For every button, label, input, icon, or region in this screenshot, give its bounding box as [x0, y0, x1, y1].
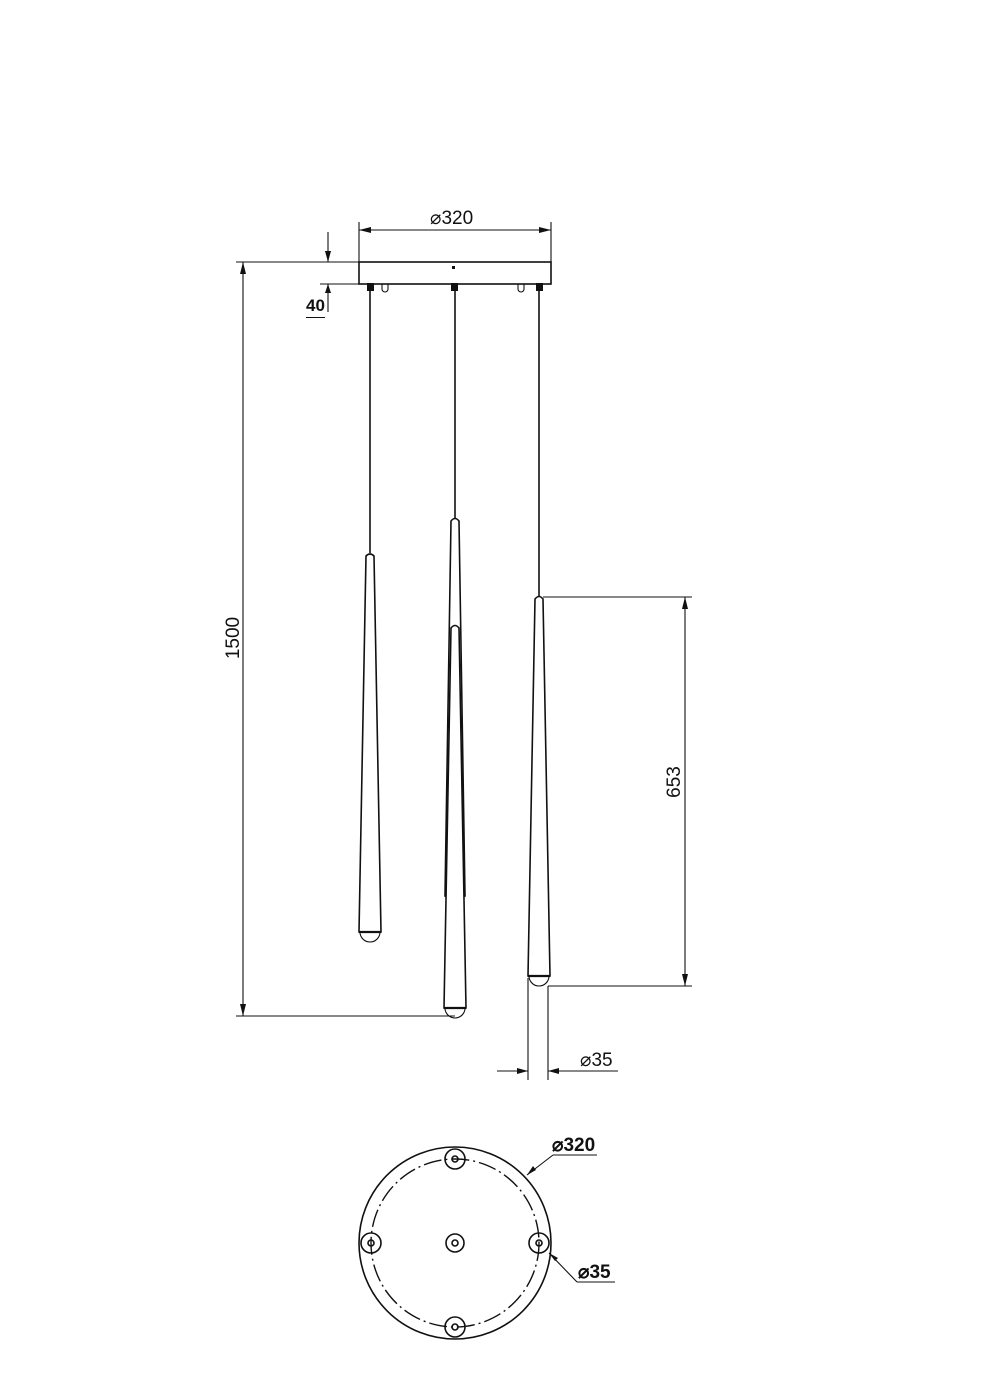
canopy-width-dimension [358, 222, 552, 262]
canopy-front [358, 261, 552, 293]
canopy-bottom-view [358, 1146, 615, 1340]
overall-height-label: 1500 [223, 616, 244, 660]
pendant-right [527, 595, 551, 987]
canopy-diameter-label: ⌀320 [430, 208, 474, 229]
canopy-height-dimension [236, 232, 359, 312]
bottom-canopy-diameter-label: ⌀320 [552, 1135, 596, 1156]
overall-height-dimension [236, 262, 455, 1017]
pendant-length-label: 653 [664, 766, 685, 798]
pendant-diameter-label: ⌀35 [580, 1050, 613, 1071]
pendant-length-dimension [543, 596, 692, 987]
pendant-diameter-dimension [497, 978, 618, 1080]
pendant-center-front [443, 624, 467, 1019]
suspension-cords [369, 291, 540, 596]
pendant-left [358, 553, 382, 943]
canopy-height-label: 40 [306, 296, 325, 318]
bottom-hole-diameter-label: ⌀35 [578, 1262, 611, 1283]
